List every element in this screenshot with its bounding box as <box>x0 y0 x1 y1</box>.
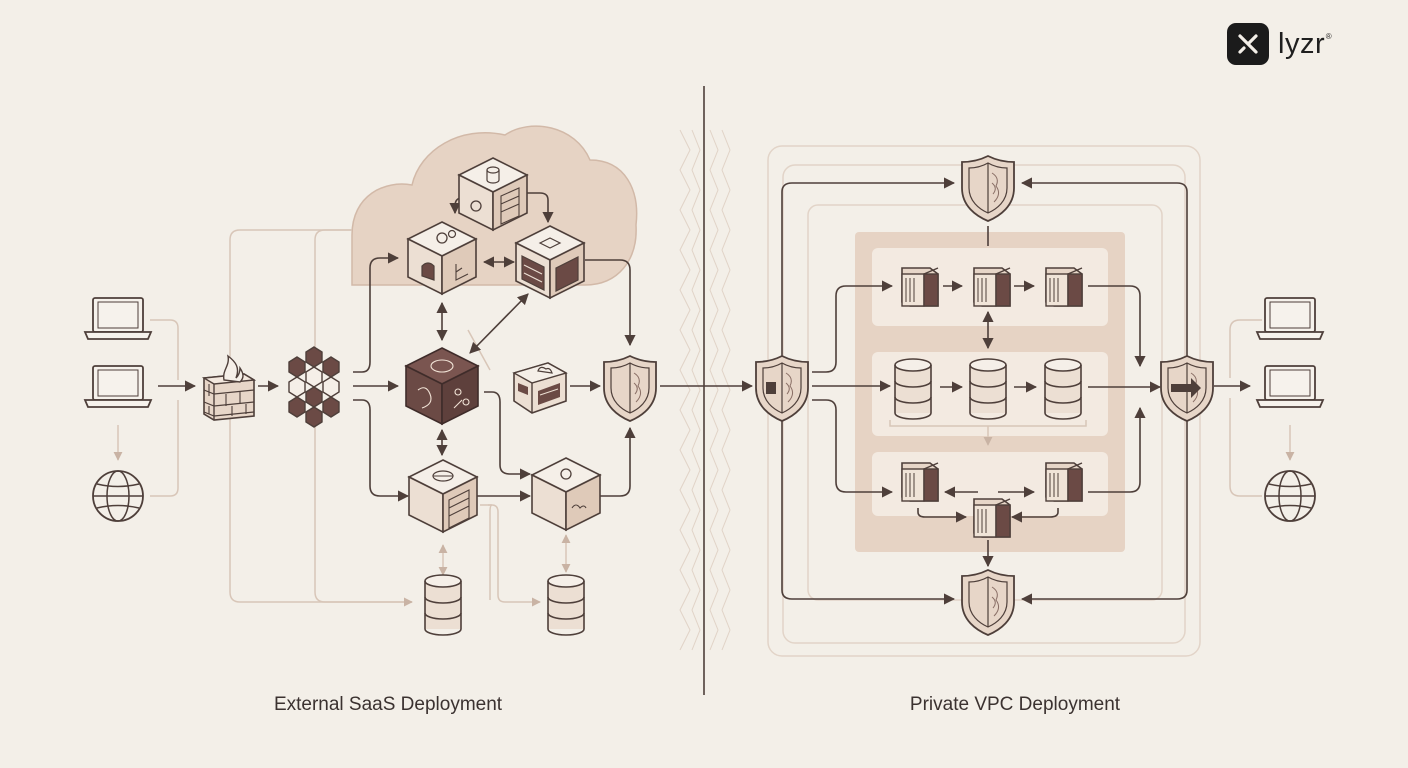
laptop-icon <box>84 365 152 408</box>
laptop-icon <box>1256 365 1324 408</box>
shield-icon <box>961 569 1015 636</box>
server-rack-icon <box>1045 462 1083 502</box>
brand-logo: lyzr® <box>1227 23 1333 65</box>
globe-icon <box>92 470 144 522</box>
brand-name: lyzr® <box>1278 27 1333 60</box>
registered-mark: ® <box>1325 31 1333 41</box>
laptop-icon <box>1256 297 1324 340</box>
cube-icon <box>531 457 601 531</box>
vpc-faint-links <box>889 319 1295 497</box>
vpc-section-title: Private VPC Deployment <box>909 694 1121 715</box>
globe-icon <box>1264 470 1316 522</box>
database-icon <box>547 574 585 636</box>
cube-icon <box>408 459 478 533</box>
server-rack-icon <box>1045 267 1083 307</box>
shield-icon <box>603 355 657 422</box>
vpc-flow-arrows <box>781 177 1252 605</box>
database-icon <box>424 574 462 636</box>
orchestrator-cube-icon <box>405 347 479 425</box>
database-icon <box>1044 358 1082 420</box>
divider-pattern <box>679 129 731 651</box>
hexagon-mesh-icon <box>288 346 340 428</box>
server-rack-icon <box>973 498 1011 538</box>
shield-icon <box>1160 355 1214 422</box>
cube-icon <box>458 157 528 231</box>
server-rack-icon <box>901 462 939 502</box>
database-icon <box>969 358 1007 420</box>
cube-icon <box>407 221 477 295</box>
saas-faint-links <box>113 229 571 607</box>
saas-flow-arrows <box>158 192 754 502</box>
firewall-icon <box>201 354 257 421</box>
shield-icon <box>755 355 809 422</box>
server-rack-icon <box>973 267 1011 307</box>
laptop-icon <box>84 297 152 340</box>
lyzr-logo-icon <box>1227 23 1269 65</box>
cloud-server-icon <box>512 362 568 414</box>
saas-section-title: External SaaS Deployment <box>273 694 503 715</box>
database-icon <box>894 358 932 420</box>
server-rack-icon <box>901 267 939 307</box>
server-cube-icon <box>515 225 585 299</box>
shield-icon <box>961 155 1015 222</box>
